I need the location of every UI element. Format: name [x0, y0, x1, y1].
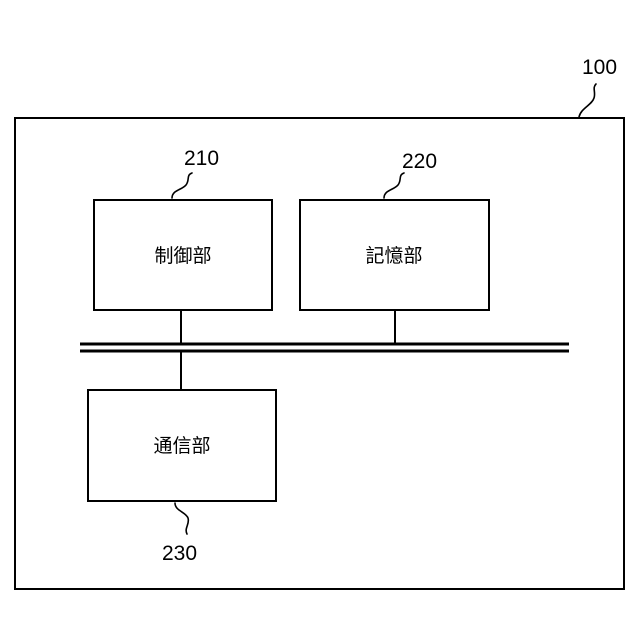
storage-block: 記憶部 [300, 200, 489, 310]
device-ref-label: 100 [582, 56, 617, 79]
communication-label: 通信部 [153, 435, 210, 457]
communication-block: 通信部 [88, 390, 276, 501]
control-label: 制御部 [154, 245, 211, 267]
communication-ref-label: 230 [162, 542, 197, 565]
storage-label: 記憶部 [365, 245, 422, 267]
control-block: 制御部 [94, 200, 272, 310]
control-ref-label: 210 [184, 147, 219, 170]
storage-ref-label: 220 [402, 150, 437, 173]
device-ref-leader [579, 84, 596, 117]
device-frame [15, 118, 624, 589]
